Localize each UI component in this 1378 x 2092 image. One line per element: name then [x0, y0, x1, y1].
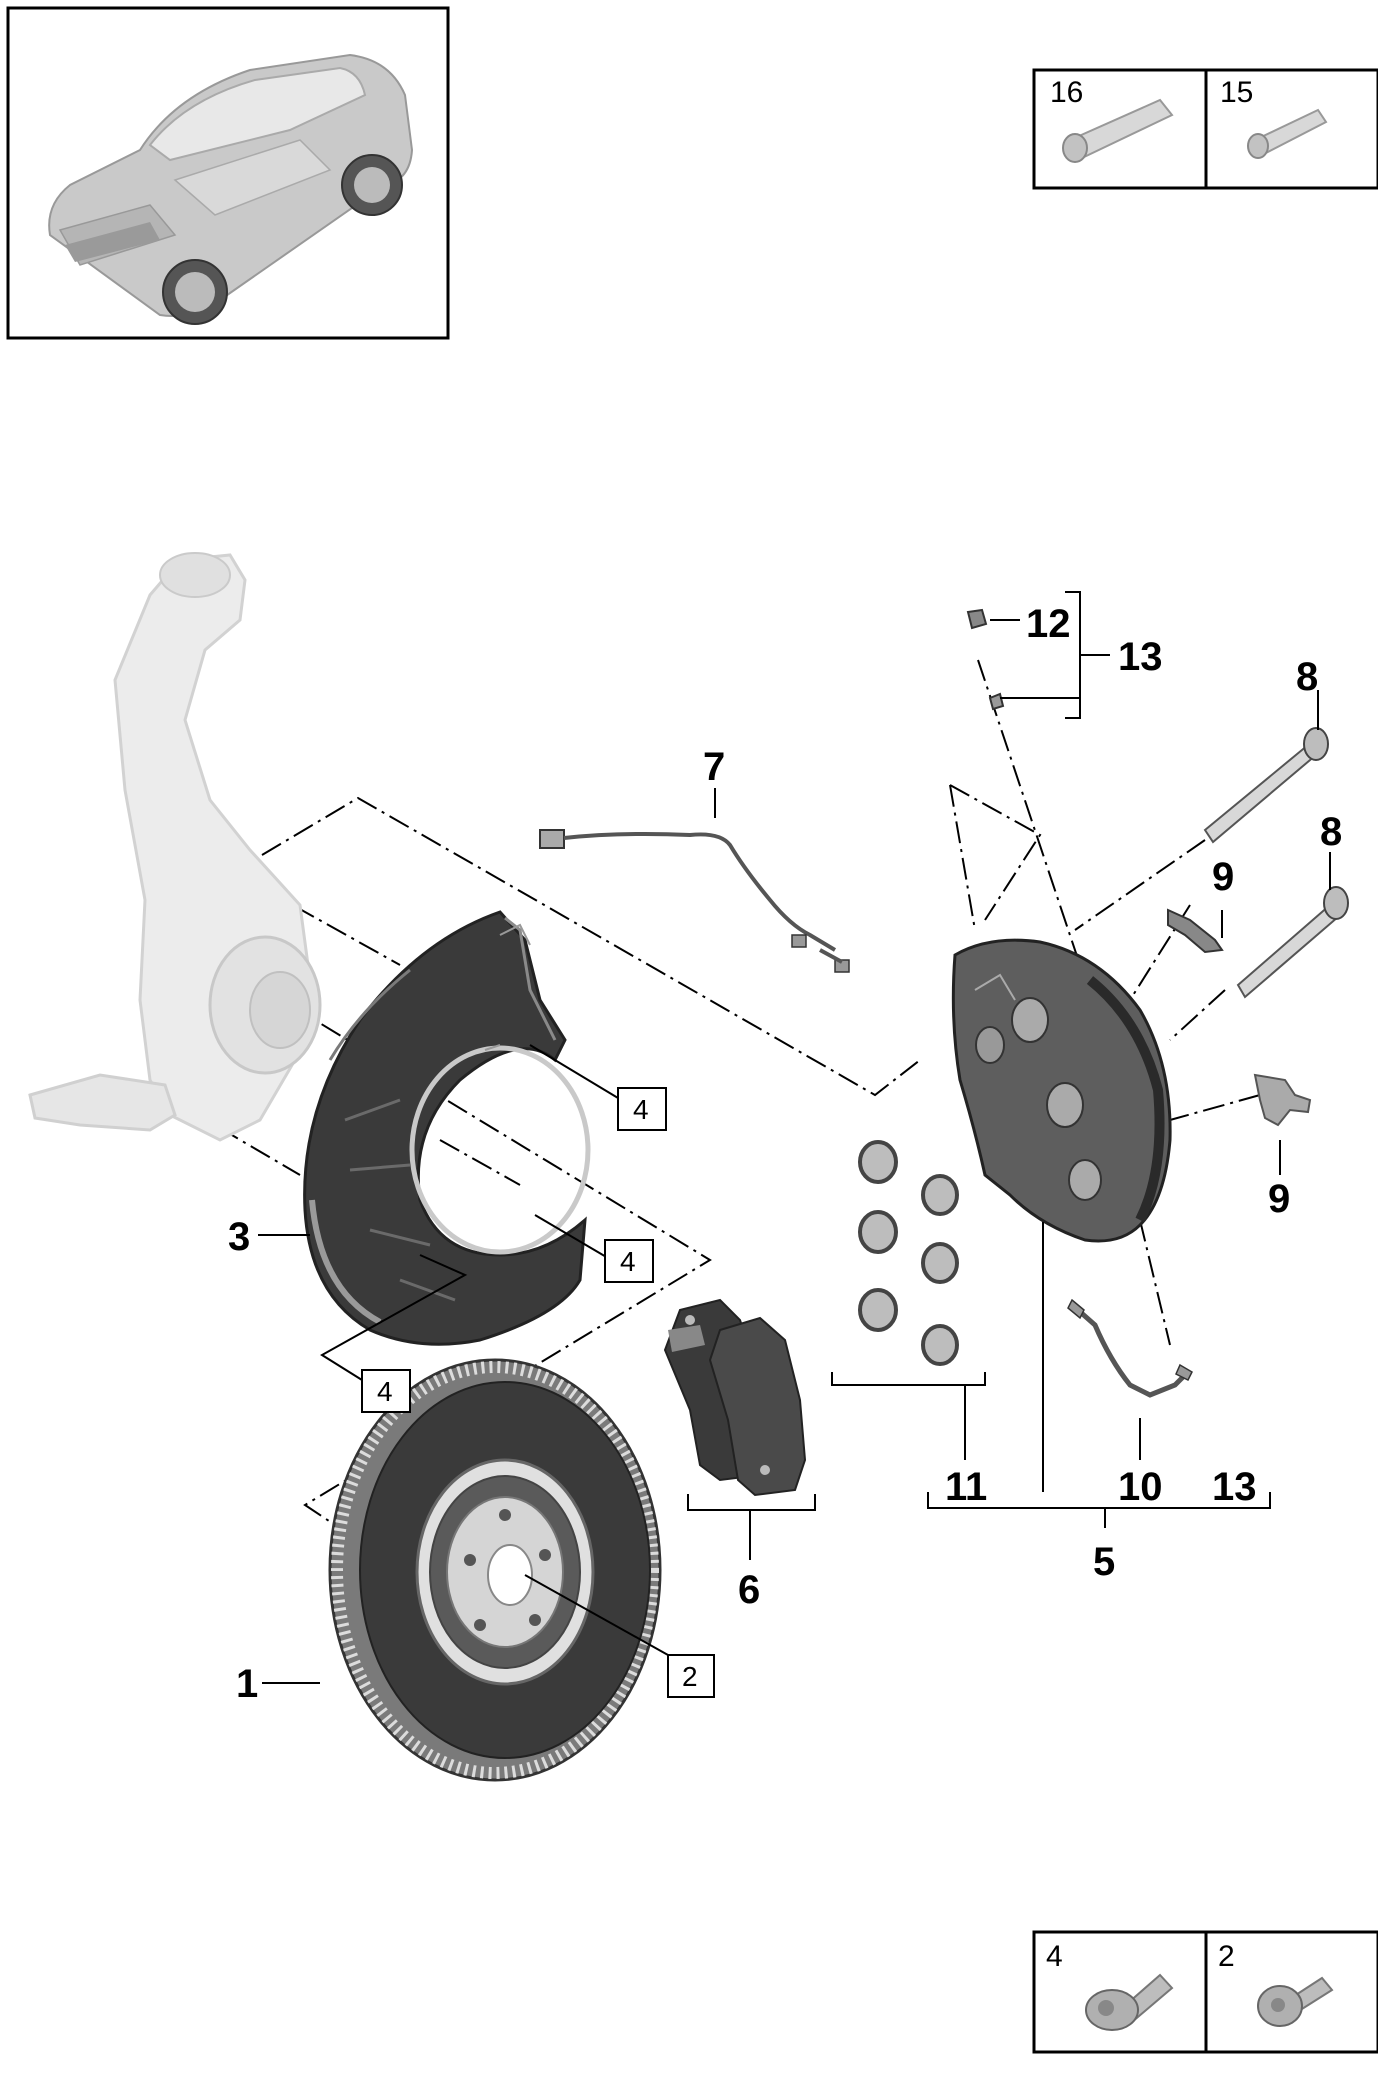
callout-8-upper-label: 8 [1296, 655, 1318, 699]
callout-4-lower-label: 4 [377, 1376, 393, 1407]
callout-1-label: 1 [236, 1662, 258, 1706]
callout-7-label: 7 [703, 745, 725, 789]
guide-bolt-lower [1236, 886, 1349, 999]
legend-top: 16 15 [1032, 68, 1378, 190]
caliper-seal-rings [858, 1140, 959, 1366]
legend-top-label-15: 15 [1220, 76, 1253, 109]
callout-box-2: 2 [667, 1654, 715, 1698]
suv-illustration [48, 53, 414, 325]
wear-sensor-cable [539, 829, 850, 973]
callout-box-4-lower: 4 [361, 1369, 411, 1413]
callout-5-label: 5 [1093, 1540, 1115, 1584]
vehicle-thumbnail [6, 6, 450, 340]
brake-disc [328, 1358, 662, 1782]
grease-tube-15-icon [1247, 108, 1328, 159]
callout-11-label: 11 [945, 1465, 987, 1509]
torx-bolt-2-icon [1257, 1976, 1334, 2027]
brake-dust-shield [303, 910, 591, 1346]
callout-box-4-middle: 4 [604, 1239, 654, 1283]
legend-bottom-label-4: 4 [1046, 1940, 1063, 1973]
bleeder-valve-cap [966, 608, 1005, 711]
callout-10-label: 10 [1118, 1465, 1163, 1509]
legend-top-label-16: 16 [1050, 76, 1083, 109]
callout-13-upper-label: 13 [1118, 635, 1163, 679]
callout-13-lower-label: 13 [1212, 1465, 1257, 1509]
retaining-spring-lower [1253, 1073, 1312, 1127]
callout-9-upper-label: 9 [1212, 855, 1234, 899]
callout-4-upper-label: 4 [633, 1094, 649, 1125]
guide-bolt-upper [1203, 727, 1329, 844]
retaining-spring-upper [1167, 908, 1224, 954]
leader-lines [258, 591, 1331, 1684]
callout-6-label: 6 [738, 1568, 760, 1612]
callout-8-lower-label: 8 [1320, 810, 1342, 854]
callout-2-label: 2 [682, 1661, 698, 1692]
brake-line-tube [1067, 1298, 1193, 1398]
steering-knuckle [28, 552, 322, 1142]
callout-4-middle-label: 4 [620, 1246, 636, 1277]
grease-tube-16-icon [1062, 98, 1174, 163]
legend-bottom-label-2: 2 [1218, 1940, 1235, 1973]
callout-9-lower-label: 9 [1268, 1177, 1290, 1221]
brake-pad-set [663, 1298, 807, 1497]
callout-3-label: 3 [228, 1215, 250, 1259]
flange-bolt-4-icon [1085, 1973, 1174, 2031]
callout-box-4-upper: 4 [617, 1087, 667, 1131]
callout-12-label: 12 [1026, 602, 1071, 646]
brake-caliper [951, 938, 1172, 1243]
legend-bottom: 4 2 [1032, 1930, 1378, 2054]
